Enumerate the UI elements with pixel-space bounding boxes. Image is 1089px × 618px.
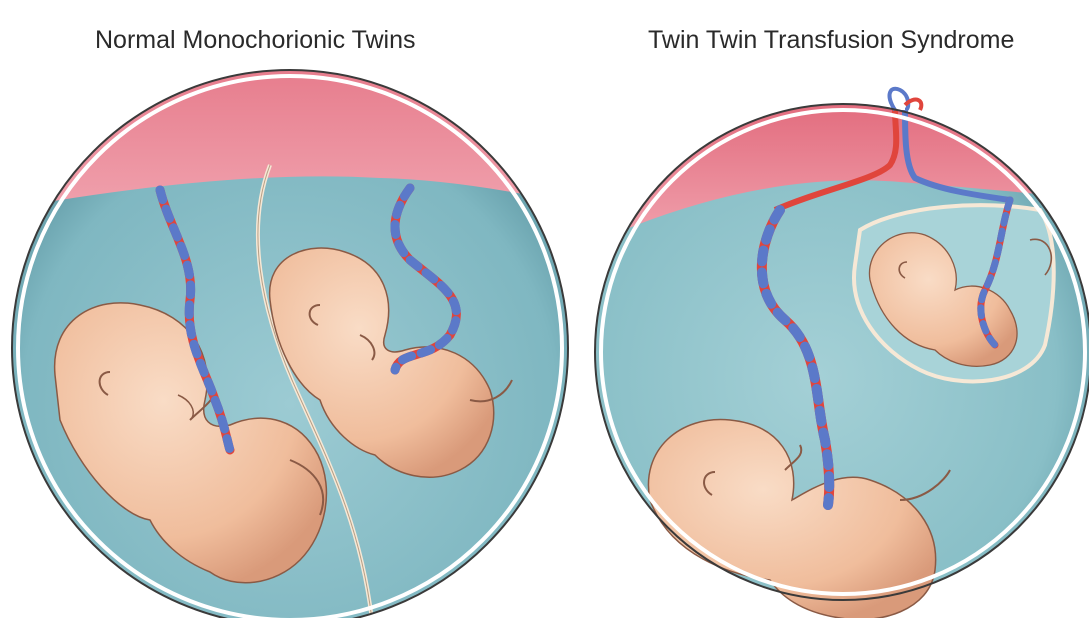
panel-normal xyxy=(0,0,600,618)
panel-ttts xyxy=(590,89,1089,618)
